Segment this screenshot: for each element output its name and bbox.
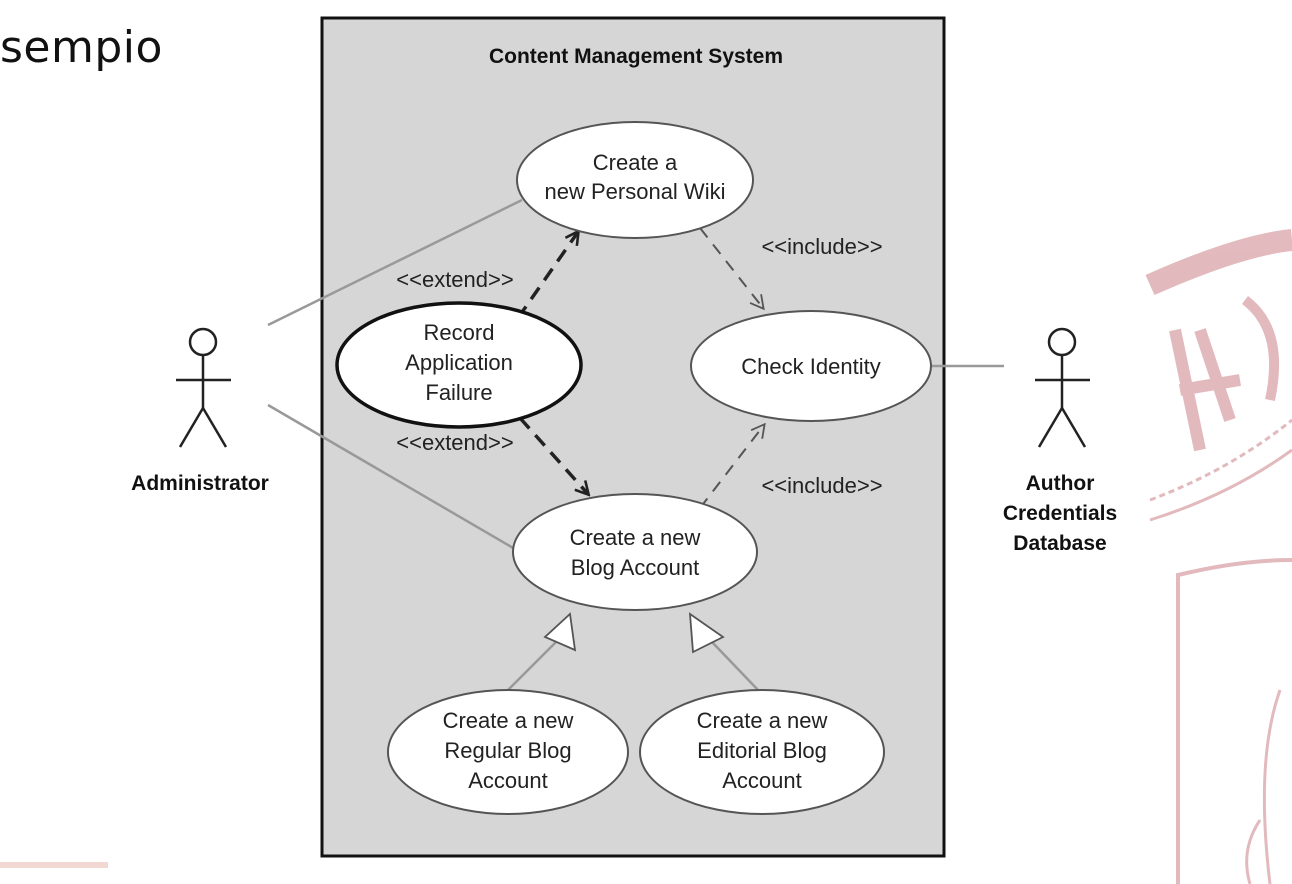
include-arrow-top [699,227,765,311]
accent-bar [0,862,108,868]
actor-author-credentials-database[interactable]: Author Credentials Database [1003,327,1117,555]
use-case-label: new Personal Wiki [545,179,726,204]
actor-label: Credentials [1003,502,1117,525]
include-label-top: <<include>> [761,234,882,259]
use-case-blog-account[interactable]: Create a new Blog Account [512,493,758,611]
association-admin-blog [267,403,521,554]
use-case-label: Check Identity [741,354,880,379]
slide-title: sempio [0,22,163,73]
use-case-label: Create a new [570,525,701,550]
use-case-label: Create a new [443,708,574,733]
use-case-label: Create a [593,150,678,175]
use-case-label: Record [424,320,495,345]
actor-administrator[interactable]: Administrator [131,327,269,495]
use-case-record-failure[interactable]: Record Application Failure [335,301,583,429]
use-case-check-identity[interactable]: Check Identity [690,310,932,422]
association-admin-wiki [267,198,523,327]
use-case-personal-wiki[interactable]: Create a new Personal Wiki [516,121,754,239]
include-arrow-bottom [699,422,766,509]
extend-label-top: <<extend>> [396,267,513,292]
use-case-label: Blog Account [571,555,699,580]
stick-figure-icon [1035,327,1090,448]
use-case-label: Regular Blog [444,738,571,763]
use-case-label: Editorial Blog [697,738,827,763]
extend-arrow-top [516,232,578,320]
use-case-regular-blog[interactable]: Create a new Regular Blog Account [387,689,629,815]
actor-label: Database [1013,532,1106,555]
use-case-label: Application [405,350,513,375]
use-case-editorial-blog[interactable]: Create a new Editorial Blog Account [639,689,885,815]
actor-label: Administrator [131,472,269,495]
actor-label: Author [1026,472,1095,495]
include-label-bottom: <<include>> [761,473,882,498]
system-title: Content Management System [489,45,783,68]
use-case-label: Account [468,768,548,793]
use-case-label: Account [722,768,802,793]
use-case-label: Create a new [697,708,828,733]
extend-arrow-bottom [518,416,588,494]
use-case-label: Failure [425,380,492,405]
generalization-regular [507,612,577,691]
university-seal-icon [1145,229,1292,884]
stick-figure-icon [176,327,231,448]
extend-label-bottom: <<extend>> [396,430,513,455]
generalization-editorial [688,612,759,691]
